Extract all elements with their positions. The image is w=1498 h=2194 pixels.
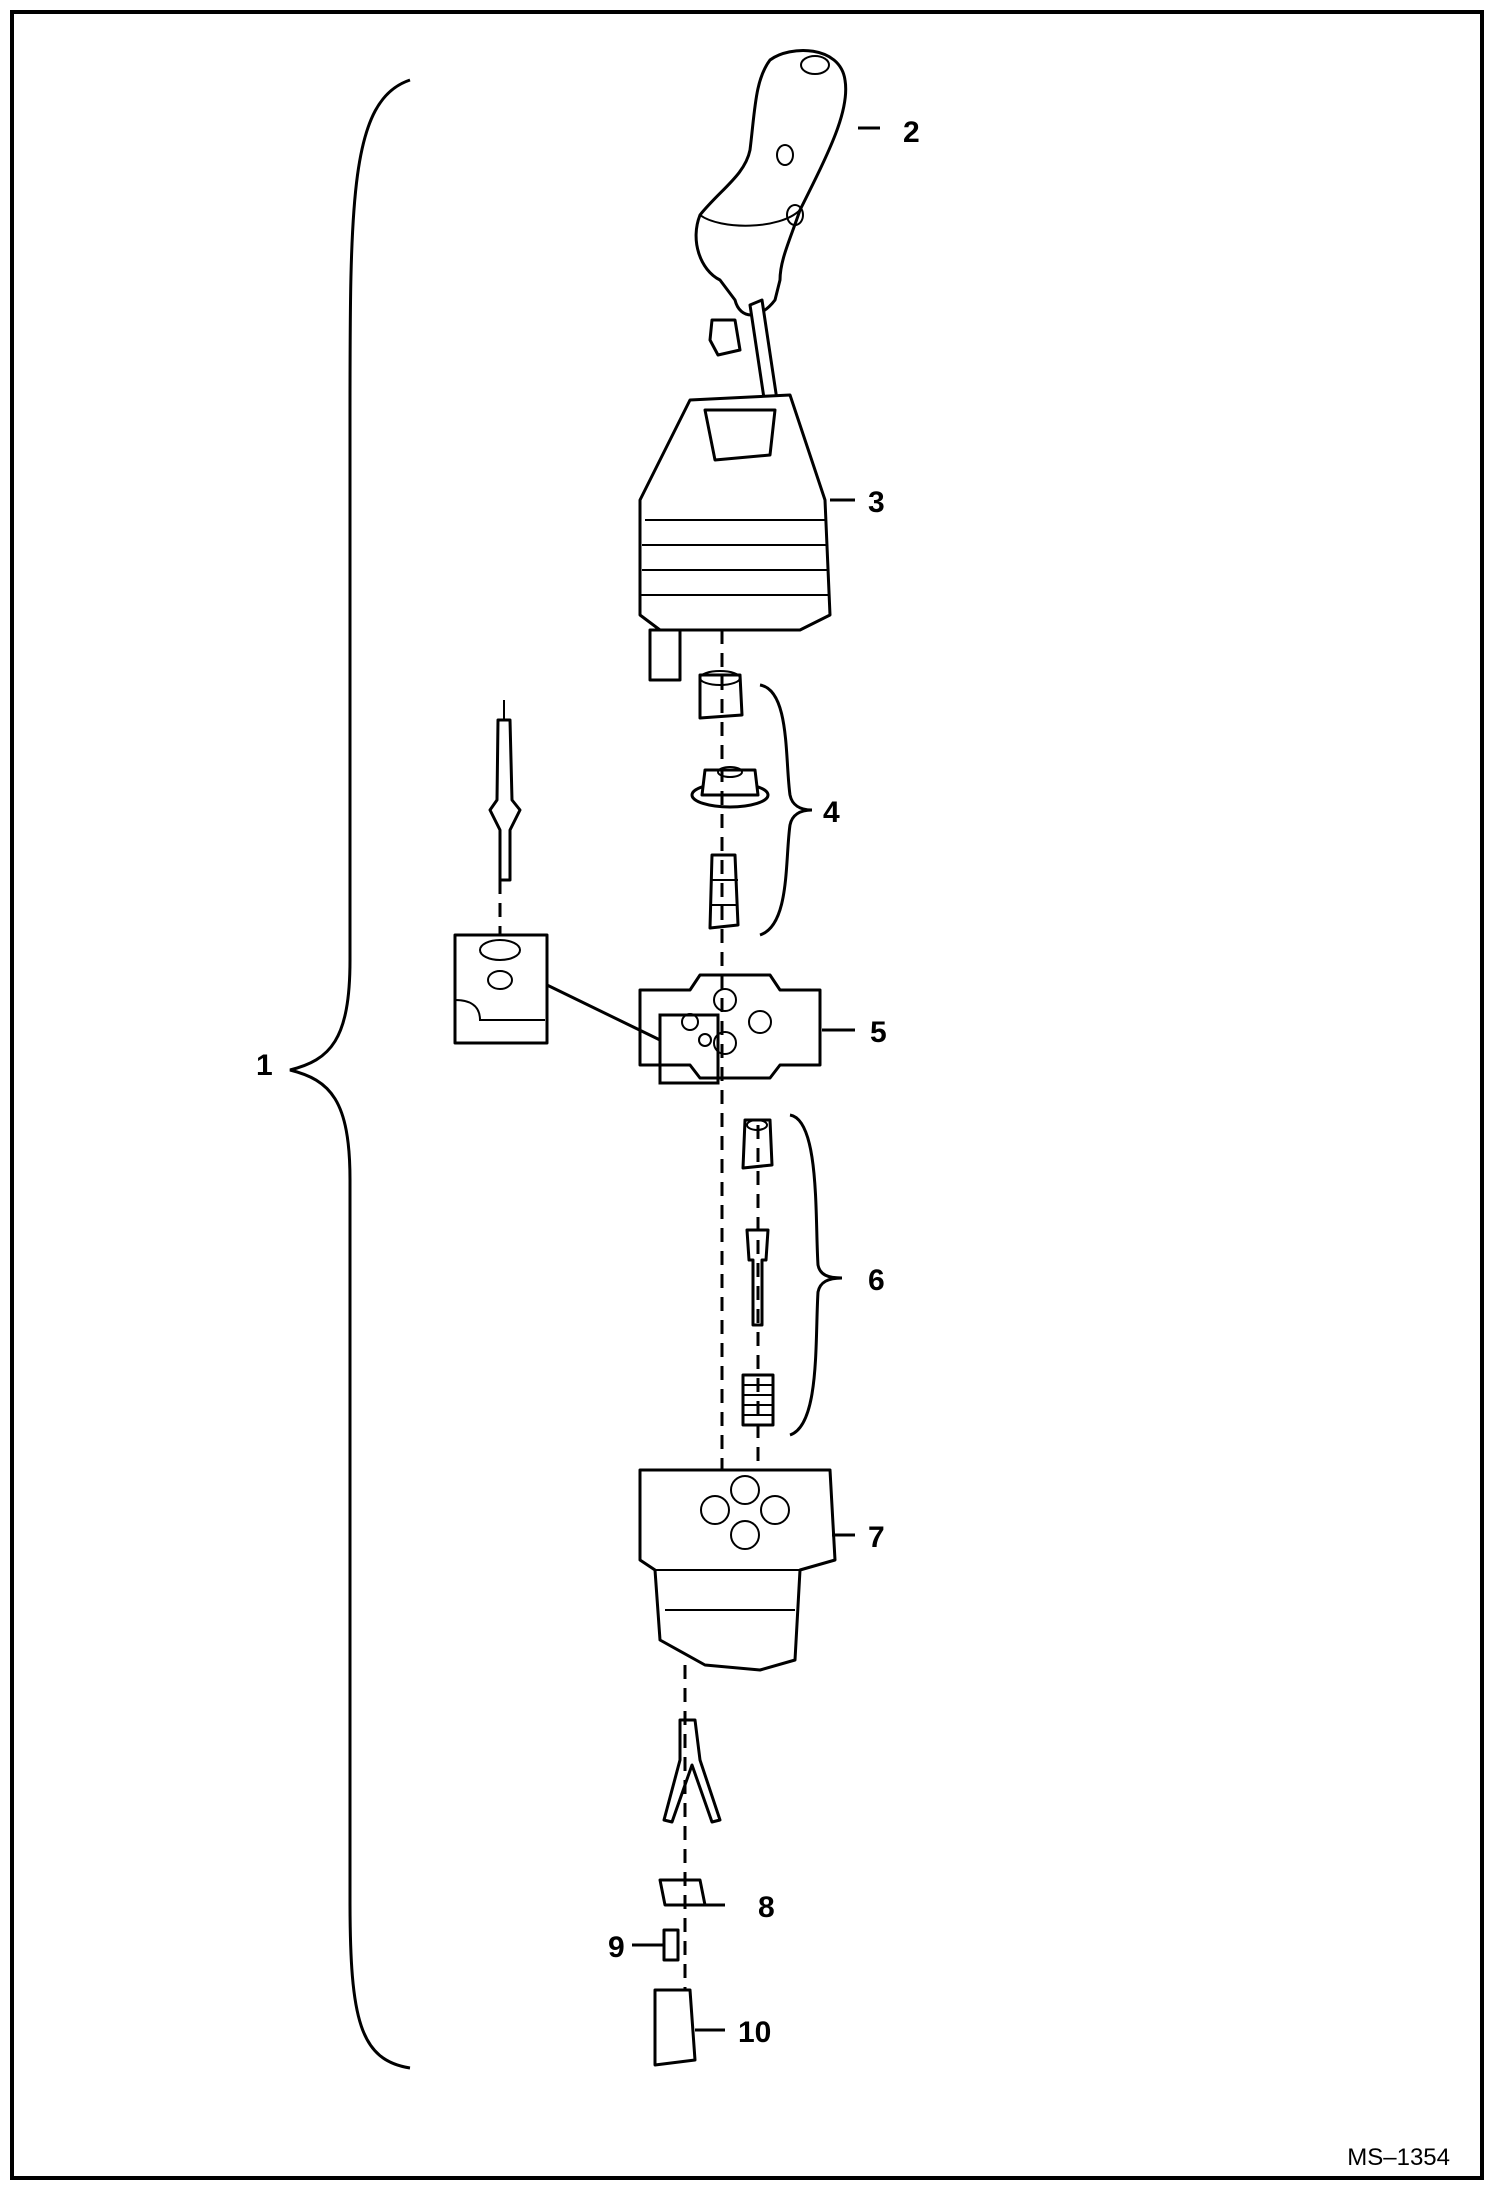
callout-7: 7 (868, 1521, 885, 1554)
figure-reference: MS–1354 (1347, 2144, 1450, 2171)
callout-3: 3 (868, 486, 885, 519)
wire-harness (662, 1718, 722, 1824)
callout-4: 4 (823, 796, 840, 829)
rubber-boot (638, 393, 832, 682)
assembly-brace (289, 78, 411, 2070)
joystick-handle (694, 49, 848, 427)
callout-5: 5 (870, 1016, 887, 1049)
valve-plate (638, 973, 822, 1085)
callout-8: 8 (758, 1891, 775, 1924)
detail-inset (453, 700, 661, 1045)
callout-6: 6 (868, 1264, 885, 1297)
callout-10: 10 (738, 2016, 771, 2049)
callout-2: 2 (903, 116, 920, 149)
brace-6 (789, 1113, 843, 1437)
callout-9: 9 (608, 1931, 625, 1964)
connector-parts (653, 1878, 707, 2067)
valve-body (638, 1468, 837, 1672)
nut-set (690, 670, 770, 930)
diagram-frame (10, 10, 1484, 2180)
brace-4 (759, 683, 813, 937)
callout-1: 1 (256, 1049, 273, 1082)
